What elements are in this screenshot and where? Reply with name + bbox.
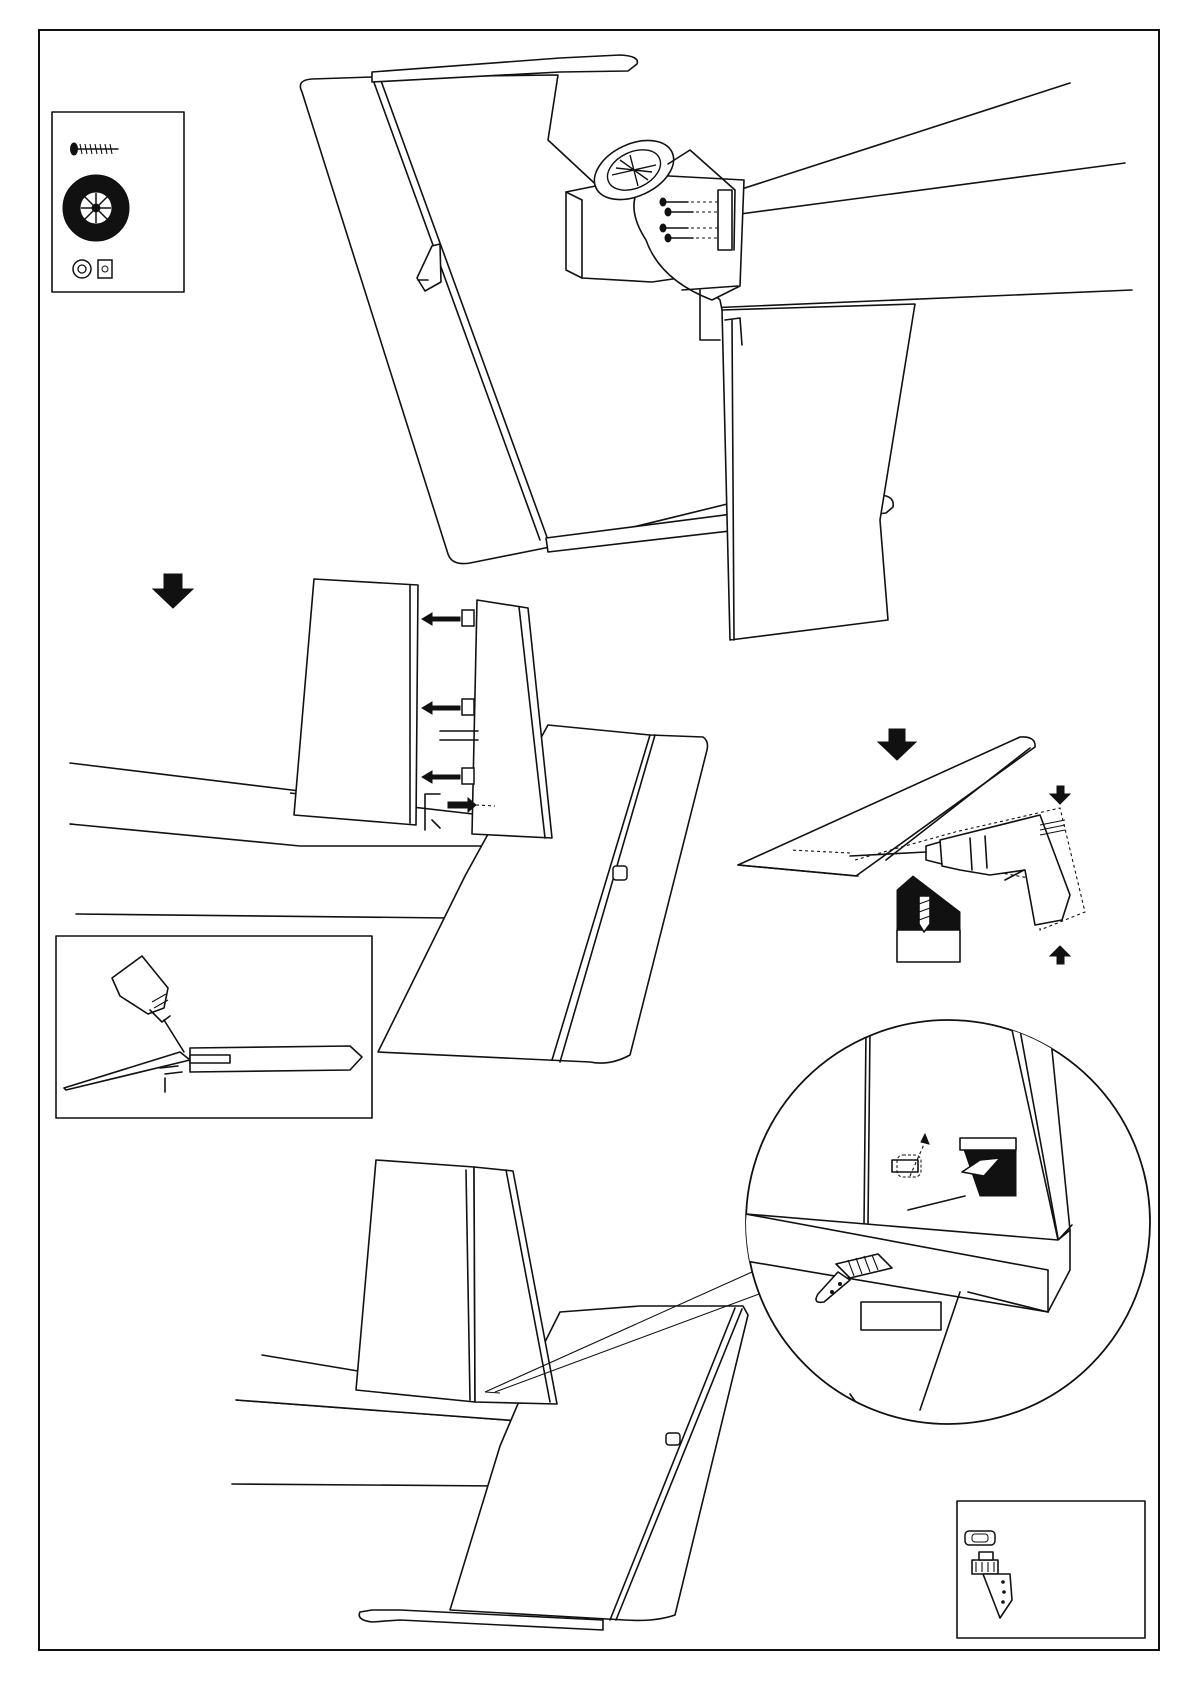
backplate-icon <box>965 1531 995 1545</box>
pressure-arrow-top <box>1050 786 1070 804</box>
step-drill <box>738 729 1085 964</box>
down-arrow-icon <box>878 729 916 760</box>
parts-box-control-horn <box>957 1501 1145 1638</box>
parts-box-tail-wheel <box>52 112 184 292</box>
drill-bit-icon <box>897 876 960 962</box>
step-tail-wheel <box>52 55 1132 640</box>
glue-detail-inset <box>56 936 372 1118</box>
pressure-arrow-bottom <box>1050 946 1070 964</box>
hinge-slot <box>613 866 627 880</box>
vertical-fin <box>722 304 915 640</box>
wheel-icon <box>63 175 129 241</box>
step-control-horn <box>232 1160 770 1630</box>
down-arrow-icon <box>153 574 193 608</box>
backplate-label-box <box>861 1302 941 1330</box>
zoom-detail-circle <box>740 1020 1150 1424</box>
